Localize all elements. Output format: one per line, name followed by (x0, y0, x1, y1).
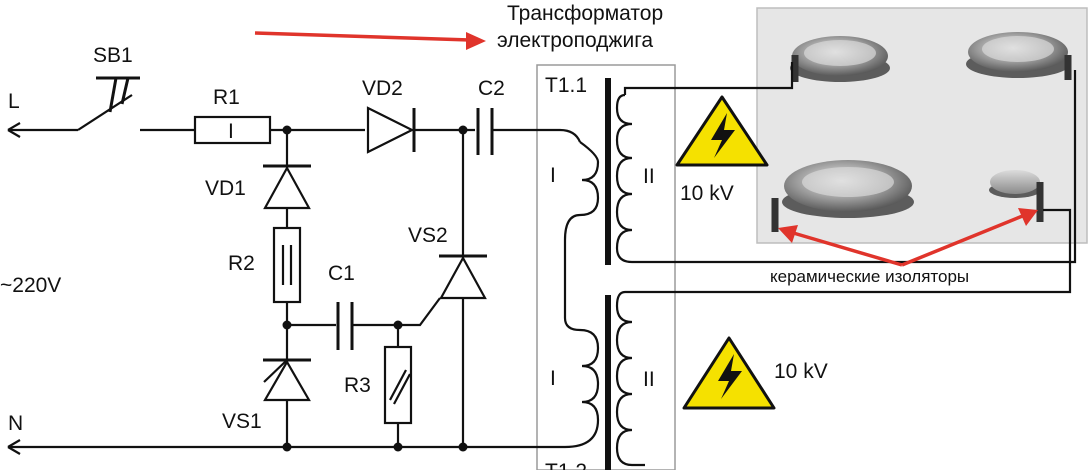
capacitor-c1 (336, 302, 354, 350)
title-line-2: электроподжига (497, 29, 653, 52)
title-arrow (254, 31, 486, 50)
label-voltage-1: 10 kV (680, 182, 734, 205)
burner-top-right (966, 32, 1072, 80)
label-c2: C2 (478, 77, 505, 100)
burner-bottom-left (771, 160, 914, 232)
diode-vd1 (263, 164, 311, 210)
label-insulators: керамические изоляторы (770, 267, 969, 286)
resistor-r2 (272, 226, 302, 304)
label-r1: R1 (213, 86, 240, 109)
label-vs2: VS2 (408, 224, 448, 247)
burner-bottom-right-small (989, 170, 1044, 222)
burner-top-left (790, 36, 890, 82)
switch-sb1 (58, 76, 195, 132)
label-vd1: VD1 (205, 177, 246, 200)
thyristor-vs1 (263, 358, 311, 402)
label-c1: C1 (328, 262, 355, 285)
label-r1-mark: I (228, 120, 234, 143)
warning-high-voltage-icon (675, 95, 769, 167)
label-n: N (8, 412, 23, 435)
label-primary-2: I (550, 367, 556, 390)
label-r3: R3 (344, 374, 371, 397)
label-t1-2: T1.2 (545, 460, 587, 470)
label-sb1: SB1 (93, 44, 133, 67)
label-vd2: VD2 (362, 77, 403, 100)
insulator-arrows (778, 208, 1038, 267)
label-mains: ~220V (0, 274, 61, 297)
thyristor-vs2 (439, 254, 487, 300)
label-primary-1: I (550, 164, 556, 187)
resistor-r3 (383, 345, 413, 425)
label-vs1: VS1 (222, 410, 262, 433)
label-t1-1: T1.1 (545, 74, 587, 97)
label-r2: R2 (228, 252, 255, 275)
diode-vd2 (366, 106, 475, 154)
label-secondary-1: II (643, 165, 655, 188)
warning-high-voltage-icon (682, 336, 776, 410)
label-l: L (8, 90, 20, 113)
label-secondary-2: II (643, 368, 655, 391)
capacitor-c2 (476, 108, 582, 155)
title-line-1: Трансформатор (507, 2, 663, 25)
label-voltage-2: 10 kV (774, 360, 828, 383)
